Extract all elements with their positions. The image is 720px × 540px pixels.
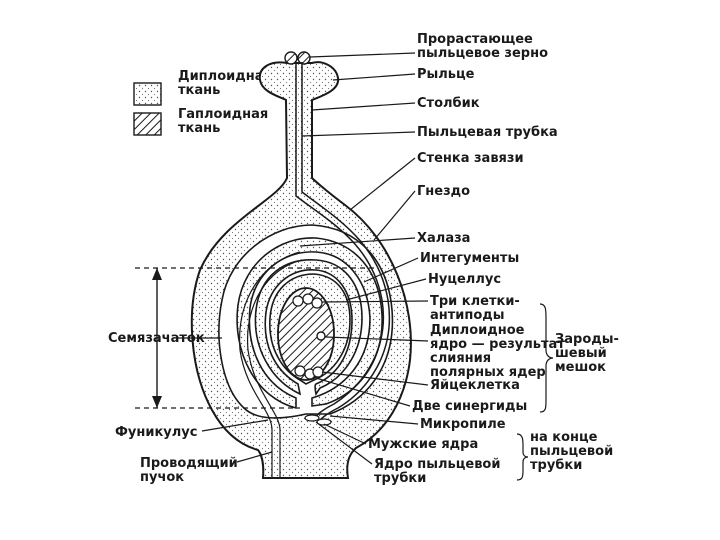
label-style: Столбик [417, 96, 480, 111]
label-chalaza: Халаза [417, 231, 470, 246]
label-synergids: Две синергиды [412, 399, 527, 414]
label-integuments: Интегументы [420, 251, 519, 266]
label-pollen-tube: Пыльцевая трубка [417, 125, 558, 140]
legend-haploid-swatch [133, 112, 162, 136]
label-micropyle: Микропиле [420, 417, 506, 432]
label-funiculus: Фуникулус [115, 425, 197, 440]
polar-nucleus [316, 331, 326, 341]
label-stigma: Рыльце [417, 67, 475, 82]
embryo-sac [277, 287, 335, 381]
antipodal-cells [292, 293, 323, 309]
label-locule: Гнездо [417, 184, 470, 199]
pistil [190, 51, 412, 479]
male-nuclei [304, 414, 332, 426]
pollen-tube [295, 62, 385, 421]
label-ovary-wall: Стенка завязи [417, 151, 524, 166]
egg-apparatus [294, 365, 324, 380]
legend-diploid-swatch [133, 82, 162, 106]
embryo-sac-bracket [539, 303, 554, 413]
label-ovule: Семязачаток [108, 331, 205, 346]
label-nucellus: Нуцеллус [428, 272, 501, 287]
tube-end-bracket [516, 433, 529, 481]
ovule-bracket [135, 267, 375, 409]
pollen-grains [284, 51, 311, 65]
inner-integument [254, 259, 363, 397]
label-male-nuclei: Мужские ядра [368, 437, 478, 452]
label-antipodals: Три клетки-антиподы [430, 294, 520, 323]
outer-integument [236, 237, 383, 410]
label-egg-cell: Яйцеклетка [430, 378, 520, 393]
